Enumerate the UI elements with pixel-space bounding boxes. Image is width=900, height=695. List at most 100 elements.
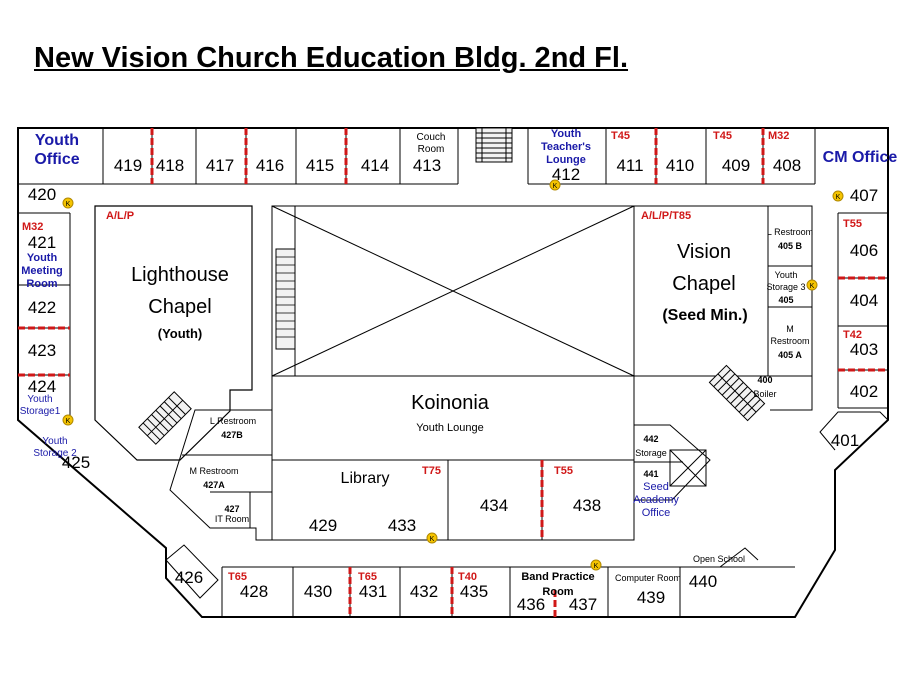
page-title: New Vision Church Education Bldg. 2nd Fl…: [34, 42, 629, 74]
room-number: 440: [689, 572, 717, 591]
room-number: 423: [28, 341, 56, 360]
svg-text:K: K: [594, 563, 599, 570]
room-number: 436: [517, 595, 545, 614]
room-number: 424: [28, 377, 56, 396]
room-number: 411: [616, 156, 643, 175]
room-number: 408: [773, 156, 801, 175]
library-label: Library: [341, 470, 390, 487]
tag: T75: [422, 465, 441, 477]
room-number: 417: [206, 156, 234, 175]
vision-sub-label: (Seed Min.): [662, 307, 747, 324]
tag: T40: [458, 571, 477, 583]
room-number: 432: [410, 582, 438, 601]
room-number: 407: [850, 186, 878, 205]
room-number: 420: [28, 185, 56, 204]
svg-text:K: K: [66, 418, 71, 425]
room-number: 412: [552, 165, 580, 184]
tag: T55: [843, 218, 862, 230]
room-number: 415: [306, 156, 334, 175]
room-number: 435: [460, 582, 488, 601]
room-number: 405 B: [778, 241, 803, 251]
tag: T65: [228, 571, 247, 583]
key-marker: K: [426, 532, 438, 544]
tag: A/L/P: [106, 210, 134, 222]
key-marker: K: [590, 559, 602, 571]
room-number: 441: [643, 469, 658, 479]
lighthouse-sub-label: (Youth): [158, 326, 203, 341]
room-number: 405: [778, 295, 793, 305]
room-number: 413: [413, 156, 441, 175]
room-number: 438: [573, 496, 601, 515]
room-number: 427: [224, 504, 239, 514]
room-number: 437: [569, 595, 597, 614]
open-school-label: Open School: [693, 554, 745, 564]
computer-room-label: Computer Room: [615, 573, 681, 583]
tag: M32: [22, 221, 43, 233]
room-number: 416: [256, 156, 284, 175]
svg-text:K: K: [810, 283, 815, 290]
m-restroom-left-label: M Restroom: [189, 466, 238, 476]
room-number: 427B: [221, 430, 243, 440]
room-number: 406: [850, 241, 878, 260]
youth-lounge-label: Youth Lounge: [416, 422, 484, 434]
room-number: 433: [388, 516, 416, 535]
tag: T45: [611, 130, 630, 142]
room-number: 400: [757, 375, 772, 385]
room-number: 429: [309, 516, 337, 535]
room-number: 425: [62, 453, 90, 472]
room-number: 439: [637, 588, 665, 607]
room-number: 428: [240, 582, 268, 601]
tag: T45: [713, 130, 732, 142]
room-number: 426: [175, 568, 203, 587]
storage-label: Storage: [635, 448, 667, 458]
room-number: 410: [666, 156, 694, 175]
tags: A/L/P A/L/P/T85 M32 T45 T45 M32 T55 T42 …: [22, 130, 862, 583]
tag: A/L/P/T85: [641, 210, 691, 222]
l-restroom-right-label: L Restroom: [767, 227, 813, 237]
room-number: 431: [359, 582, 387, 601]
tag: T42: [843, 329, 862, 341]
room-number: 409: [722, 156, 750, 175]
l-restroom-left-label: L Restroom: [210, 416, 256, 426]
svg-text:K: K: [553, 183, 558, 190]
room-number: 403: [850, 340, 878, 359]
room-number: 430: [304, 582, 332, 601]
room-number: 414: [361, 156, 389, 175]
tag: T55: [554, 465, 573, 477]
room-number: 405 A: [778, 350, 802, 360]
cm-office-label: CM Office: [823, 149, 898, 166]
key-markers: K K K K K K K: [62, 179, 844, 571]
svg-text:K: K: [66, 201, 71, 208]
room-number: 442: [643, 434, 658, 444]
key-marker: K: [832, 190, 844, 202]
room-number: 419: [114, 156, 142, 175]
key-marker: K: [549, 179, 561, 191]
room-number: 421: [28, 233, 56, 252]
room-number: 427A: [203, 480, 225, 490]
room-number: 404: [850, 291, 878, 310]
key-marker: K: [62, 197, 74, 209]
svg-text:K: K: [430, 536, 435, 543]
building-outline: [17, 127, 889, 618]
room-number: 401: [831, 431, 859, 450]
koinonia-label: Koinonia: [411, 392, 490, 414]
tag: T65: [358, 571, 377, 583]
small-room-numbers: 405 B 405 405 A 427B 427A 427 442 441 40…: [203, 241, 802, 514]
it-room-label: IT Room: [215, 514, 249, 524]
room-number: 418: [156, 156, 184, 175]
room-number: 434: [480, 496, 508, 515]
key-marker: K: [806, 279, 818, 291]
boiler-label: Boiler: [753, 389, 776, 399]
